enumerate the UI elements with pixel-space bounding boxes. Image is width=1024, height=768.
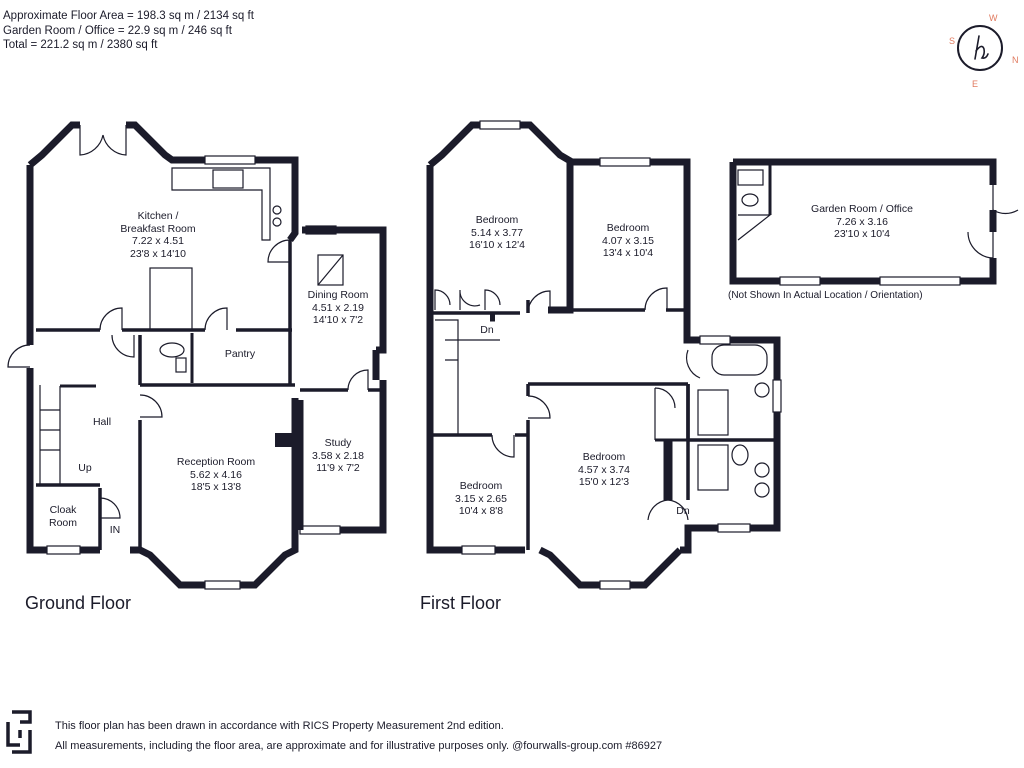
kitchen-metric: 7.22 x 4.51	[132, 235, 184, 247]
dining-room-name: Dining Room	[307, 289, 369, 301]
garden-room-imperial: 23'10 x 10'4	[834, 228, 890, 240]
stairs-up-label: Up	[78, 462, 92, 474]
first-floor-openings	[434, 120, 782, 590]
total-area-line: Total = 221.2 sq m / 2380 sq ft	[3, 39, 158, 51]
hall-label: Hall	[92, 416, 112, 428]
disclaimer-line-2: All measurements, including the floor ar…	[55, 740, 663, 752]
garden-room-label: Garden Room / Office 7.26 x 3.16 23'10 x…	[811, 203, 913, 241]
bedroom-1-metric: 5.14 x 3.77	[471, 226, 523, 239]
kitchen-name-line2: Breakfast Room	[120, 222, 196, 235]
garden-room-note: (Not Shown In Actual Location / Orientat…	[728, 290, 923, 301]
garden-room-area-line: Garden Room / Office = 22.9 sq m / 246 s…	[3, 24, 232, 37]
bedroom-3-imperial: 10'4 x 8'8	[458, 505, 504, 517]
stairs-down-label: Dn	[480, 324, 494, 336]
bedroom-3-name: Bedroom	[459, 480, 503, 492]
cloak-room-label: Cloak Room	[49, 504, 77, 529]
dining-room-metric: 4.51 x 2.19	[312, 301, 364, 314]
cloak-room-name-line1: Cloak	[49, 504, 77, 516]
disclaimer-line-1: This floor plan has been drawn in accord…	[55, 720, 504, 732]
reception-room-metric: 5.62 x 4.16	[190, 468, 242, 481]
compass-east-label: E	[972, 79, 979, 89]
area-summary: Approximate Floor Area = 198.3 sq m / 21…	[3, 9, 254, 53]
disclaimer: This floor plan has been drawn in accord…	[55, 716, 662, 756]
stairs-down-label-2: Dn	[676, 505, 690, 517]
bedroom-3-metric: 3.15 x 2.65	[455, 492, 507, 505]
dining-room-imperial: 14'10 x 7'2	[312, 314, 364, 326]
reception-room-label: Reception Room 5.62 x 4.16 18'5 x 13'8	[177, 456, 255, 494]
compass-west-label: W	[989, 13, 998, 23]
bedroom-2-label: Bedroom 4.07 x 3.15 13'4 x 10'4	[602, 222, 654, 260]
pantry-label: Pantry	[224, 348, 256, 360]
study-label: Study 3.58 x 2.18 11'9 x 7'2	[312, 437, 364, 475]
bedroom-4-imperial: 15'0 x 12'3	[578, 476, 630, 488]
bedroom-2-metric: 4.07 x 3.15	[602, 234, 654, 247]
entrance-label: IN	[109, 524, 121, 536]
study-metric: 3.58 x 2.18	[312, 449, 364, 462]
compass-south-label: S	[949, 36, 956, 46]
bedroom-1-imperial: 16'10 x 12'4	[469, 239, 525, 251]
garden-room-walls	[729, 158, 997, 285]
kitchen-name-line1: Kitchen /	[137, 210, 179, 222]
cloak-room-name-line2: Room	[48, 516, 78, 529]
ground-floor-walls	[26, 121, 387, 589]
floor-area-line: Approximate Floor Area = 198.3 sq m / 21…	[3, 10, 254, 22]
reception-room-name: Reception Room	[176, 456, 256, 468]
bedroom-1-name: Bedroom	[475, 214, 519, 226]
garden-room-name: Garden Room / Office	[811, 203, 913, 215]
bedroom-1-label: Bedroom 5.14 x 3.77 16'10 x 12'4	[469, 214, 525, 252]
ground-floor-title: Ground Floor	[25, 593, 132, 613]
study-imperial: 11'9 x 7'2	[316, 462, 360, 474]
bedroom-2-imperial: 13'4 x 10'4	[602, 247, 654, 259]
garden-room-openings	[737, 169, 1019, 286]
compass-north-label: N	[1012, 55, 1019, 65]
bedroom-3-label: Bedroom 3.15 x 2.65 10'4 x 8'8	[455, 480, 507, 518]
bedroom-4-label: Bedroom 4.57 x 3.74 15'0 x 12'3	[578, 451, 630, 489]
fourwalls-logo-mark	[6, 710, 32, 754]
ground-floor-openings	[7, 125, 369, 590]
study-name: Study	[324, 437, 352, 449]
garden-room-metric: 7.26 x 3.16	[836, 215, 888, 228]
first-floor-walls	[426, 121, 781, 589]
compass-logo-icon	[957, 25, 1003, 71]
dining-room-label: Dining Room 4.51 x 2.19 14'10 x 7'2	[308, 289, 369, 327]
kitchen-label: Kitchen / Breakfast Room 7.22 x 4.51 23'…	[120, 210, 195, 260]
bedroom-2-name: Bedroom	[606, 222, 650, 234]
reception-room-imperial: 18'5 x 13'8	[190, 481, 242, 493]
bedroom-4-metric: 4.57 x 3.74	[578, 463, 630, 476]
bedroom-4-name: Bedroom	[582, 451, 626, 463]
first-floor-title: First Floor	[420, 593, 501, 613]
kitchen-imperial: 23'8 x 14'10	[130, 247, 186, 260]
